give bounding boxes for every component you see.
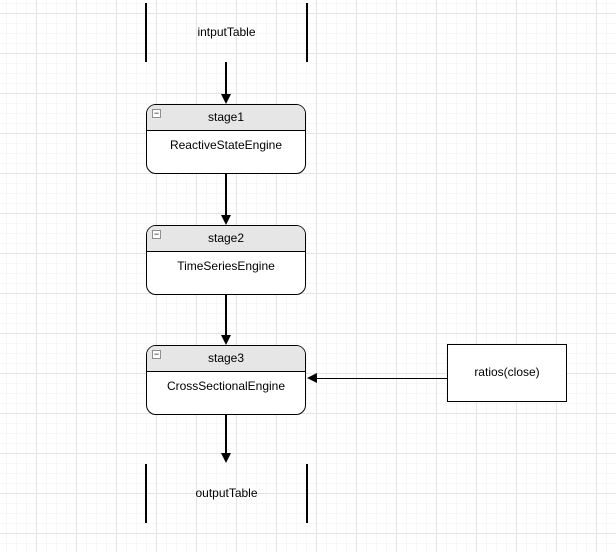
node-stage3-body[interactable]: CrossSectionalEngine xyxy=(147,372,305,393)
arrowhead-down-icon xyxy=(220,453,231,463)
node-stage3-engine-label: CrossSectionalEngine xyxy=(166,379,286,393)
output-table-left-bar xyxy=(145,464,147,523)
node-stage3-header[interactable]: − stage3 xyxy=(147,346,305,372)
node-stage2-header[interactable]: − stage2 xyxy=(147,226,305,252)
collapse-icon[interactable]: − xyxy=(152,349,161,359)
node-stage1-body[interactable]: ReactiveStateEngine xyxy=(147,131,305,152)
node-stage2[interactable]: − stage2 TimeSeriesEngine xyxy=(146,225,306,295)
node-stage1-engine-label: ReactiveStateEngine xyxy=(169,138,283,152)
arrowhead-left-icon xyxy=(306,373,317,384)
output-table-label: outputTable xyxy=(195,486,258,500)
edge-line xyxy=(225,415,227,453)
collapse-icon[interactable]: − xyxy=(152,108,161,118)
node-ratios-close[interactable]: ratios(close) xyxy=(447,344,567,402)
node-stage1-title: stage1 xyxy=(207,110,245,124)
edge-line xyxy=(225,295,227,335)
edge-line xyxy=(225,174,227,215)
node-stage3[interactable]: − stage3 CrossSectionalEngine xyxy=(146,345,306,415)
output-table-right-bar xyxy=(306,464,308,523)
node-stage2-engine-label: TimeSeriesEngine xyxy=(177,259,275,273)
input-table-left-bar xyxy=(145,3,147,62)
arrowhead-down-icon xyxy=(220,94,231,104)
node-stage3-title: stage3 xyxy=(207,351,245,365)
node-stage2-body[interactable]: TimeSeriesEngine xyxy=(147,252,305,273)
edge-line xyxy=(225,62,227,95)
ratios-close-label: ratios(close) xyxy=(474,365,540,379)
edge-line xyxy=(316,377,447,379)
node-stage2-title: stage2 xyxy=(207,231,245,245)
node-stage1[interactable]: − stage1 ReactiveStateEngine xyxy=(146,104,306,174)
collapse-icon[interactable]: − xyxy=(152,229,161,239)
node-output-table[interactable]: outputTable xyxy=(145,464,308,523)
node-input-table[interactable]: intputTable xyxy=(145,3,308,62)
arrowhead-down-icon xyxy=(220,215,231,225)
arrowhead-down-icon xyxy=(220,335,231,345)
input-table-label: intputTable xyxy=(197,25,256,39)
input-table-right-bar xyxy=(306,3,308,62)
node-stage1-header[interactable]: − stage1 xyxy=(147,105,305,131)
